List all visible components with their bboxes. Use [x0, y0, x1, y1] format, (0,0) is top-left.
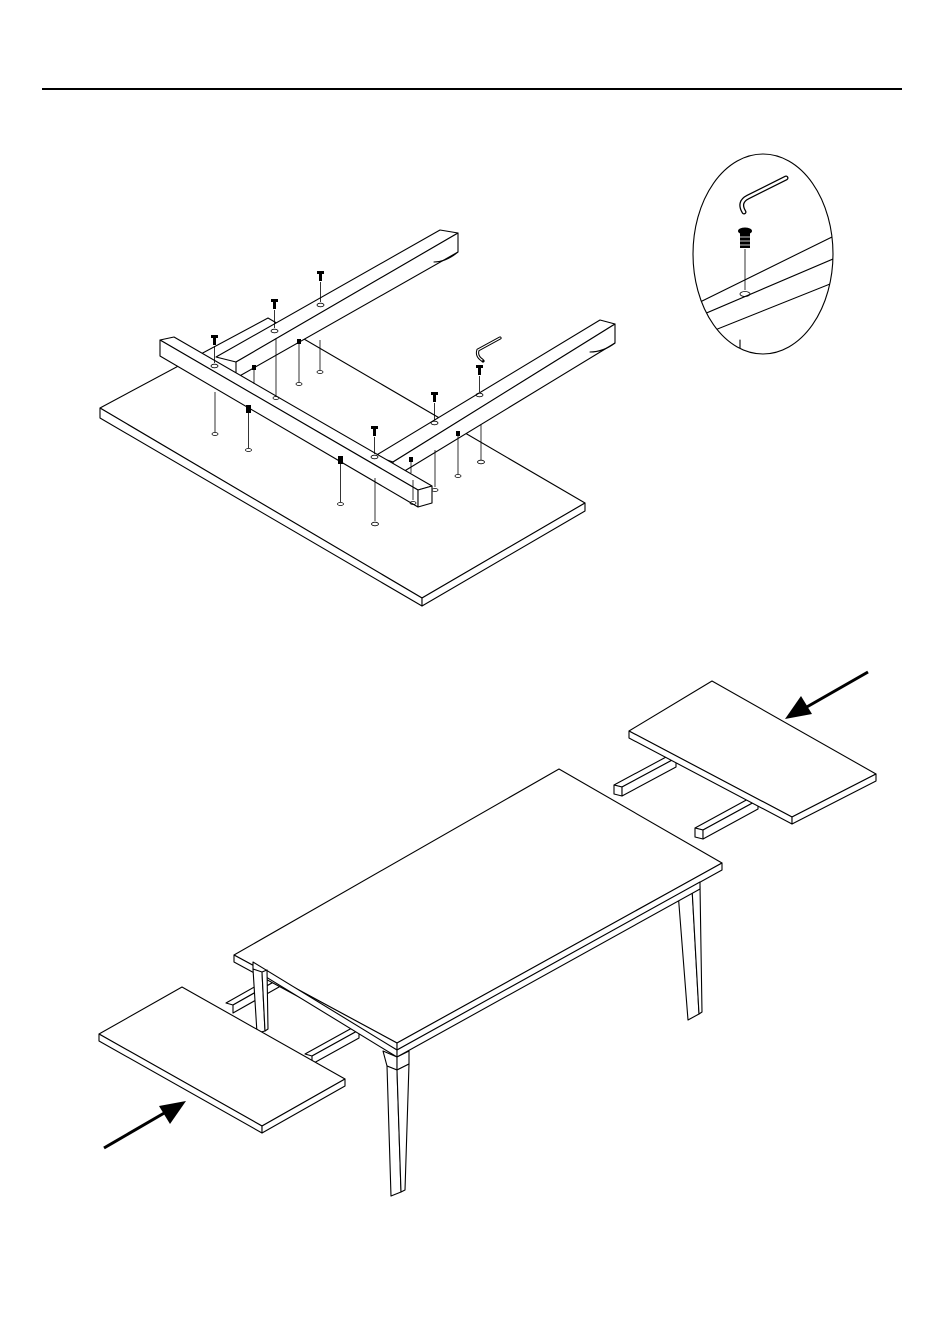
detail-callout — [690, 154, 840, 354]
table-leg-back-left — [253, 969, 268, 1033]
runner-back — [216, 230, 458, 378]
hex-key-icon — [478, 338, 501, 361]
table-leg-back-right — [678, 886, 702, 1020]
step-attach-runners-illustration — [100, 230, 615, 606]
screw-icon — [738, 228, 752, 297]
arrow-icon — [785, 672, 868, 719]
hex-key-icon — [742, 178, 786, 212]
arrow-icon — [104, 1101, 186, 1148]
extension-leaf-left — [99, 987, 345, 1133]
table-leg-front — [383, 1051, 409, 1196]
step-insert-leaves-illustration — [99, 672, 876, 1196]
extension-leaf-right — [629, 681, 876, 824]
table-top — [234, 769, 722, 1057]
